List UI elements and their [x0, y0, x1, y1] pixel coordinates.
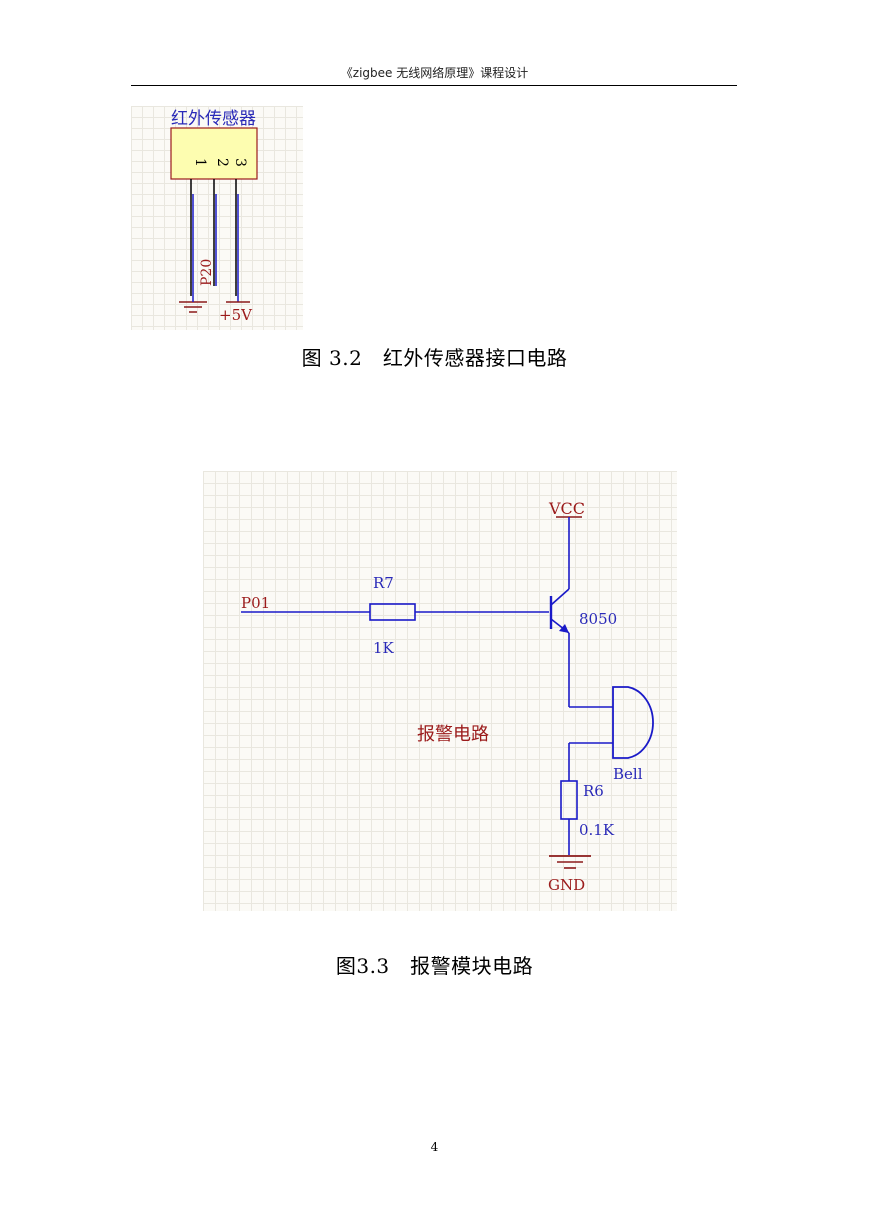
- resistor-r7: [369, 603, 416, 621]
- sensor-body: [170, 127, 258, 180]
- transistor-label: 8050: [579, 610, 617, 628]
- r6-value-label: 0.1K: [579, 821, 615, 839]
- vcc-label: VCC: [548, 499, 585, 518]
- r6-ref-label: R6: [583, 782, 604, 800]
- bell-label: Bell: [613, 765, 643, 783]
- net-label-p20: P20: [199, 259, 215, 286]
- ir-sensor-schematic: 红外传感器 1 2 3 P20 +5V: [131, 106, 303, 330]
- emitter-arrow-icon: [559, 624, 569, 633]
- r7-ref-label: R7: [373, 574, 394, 592]
- page-number: 4: [430, 1140, 439, 1154]
- bell-buzzer-icon: [612, 686, 654, 759]
- header-rule: [131, 85, 737, 86]
- figure-3-3-caption: 图3.3 报警模块电路: [335, 954, 534, 978]
- pin-label-3: 3: [232, 158, 248, 167]
- page-header: 《zigbee 无线网络原理》课程设计: [340, 66, 529, 80]
- transistor-collector: [550, 588, 570, 606]
- r7-value-label: 1K: [373, 639, 395, 657]
- pin-label-1: 1: [192, 158, 208, 167]
- circuit-title: 报警电路: [417, 724, 489, 745]
- pin-label-2: 2: [214, 158, 230, 167]
- figure-3-2-caption: 图 3.2 红外传感器接口电路: [301, 346, 568, 370]
- input-label-p01: P01: [241, 594, 270, 612]
- sensor-label: 红外传感器: [171, 109, 256, 129]
- alarm-module-schematic: VCC P01 R7 1K 8050 Bell R6 0.1K GND: [203, 471, 677, 911]
- power-label: +5V: [219, 306, 253, 324]
- gnd-label: GND: [548, 876, 585, 894]
- resistor-r6: [560, 780, 578, 820]
